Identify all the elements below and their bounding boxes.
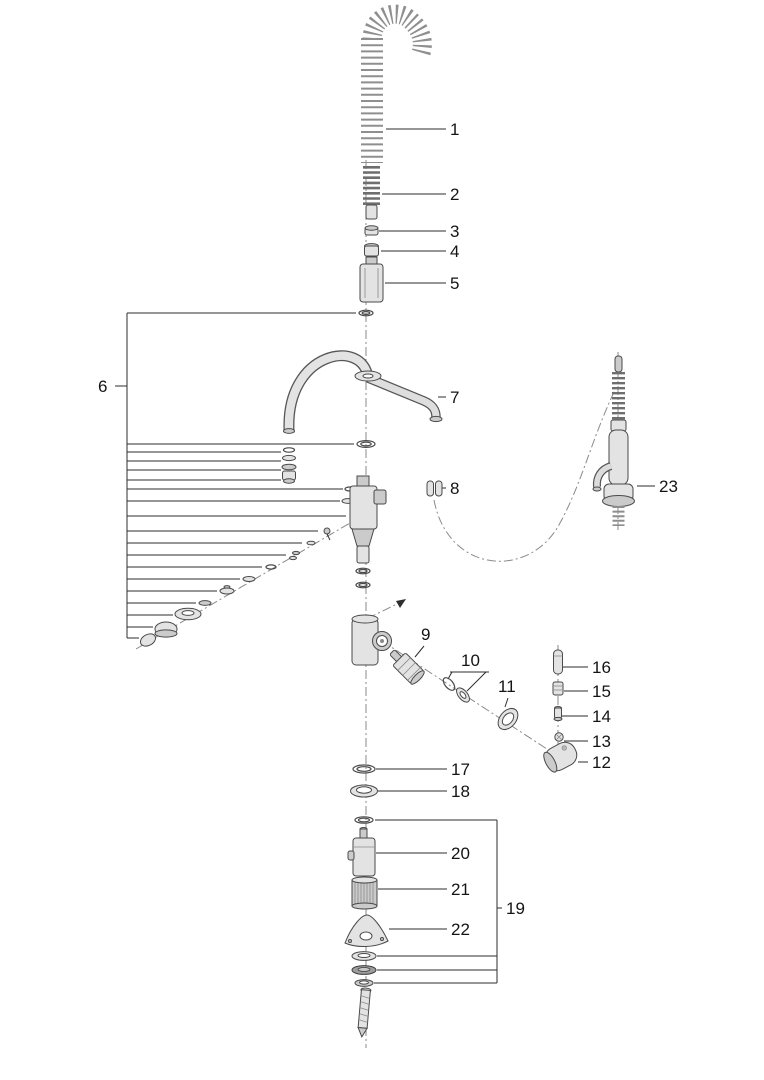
part-label-20: 20: [451, 844, 470, 863]
part-label-1: 1: [450, 120, 459, 139]
o-ring-upper: [358, 309, 374, 317]
part-label-16: 16: [592, 658, 611, 677]
part-23-side-spray: [592, 355, 635, 526]
mounting-washers-and-screw: [351, 951, 377, 1039]
part-8-clip: [426, 480, 443, 497]
part-labels: 1 2 3 4 5 6 7 8 9 10 11 12 13 14 15 16 1…: [98, 120, 678, 939]
bracket-6: [115, 312, 356, 639]
part-11-ring-nut: [497, 707, 519, 731]
part-label-11: 11: [498, 677, 516, 696]
part-label-13: 13: [592, 732, 611, 751]
part-17-o-ring: [352, 764, 376, 774]
part-10-washers: [442, 677, 470, 703]
part-label-7: 7: [450, 388, 459, 407]
part-9-cartridge: [389, 649, 425, 685]
part-label-12: 12: [592, 753, 611, 772]
part-label-8: 8: [450, 479, 459, 498]
body-o-rings: [355, 567, 371, 589]
leader-lines: [376, 128, 655, 930]
base-mount-parts: [139, 527, 331, 647]
part-label-23: 23: [659, 477, 678, 496]
part-label-15: 15: [592, 682, 611, 701]
part-22-mounting-bracket: [344, 914, 389, 947]
part-label-5: 5: [450, 274, 459, 293]
valve-tee-body: [351, 614, 392, 666]
spray-hose-routing-line: [433, 389, 616, 562]
part-label-17: 17: [451, 760, 470, 779]
part-2-hose-spring: [363, 166, 380, 220]
part-21-threaded-sleeve: [351, 876, 378, 910]
spout-arc-tube: [283, 350, 374, 434]
part-label-9: 9: [421, 625, 430, 644]
part-label-6: 6: [98, 377, 107, 396]
part-20-hose-connector: [347, 827, 376, 877]
part-4-check-valve: [364, 243, 379, 257]
part-label-22: 22: [451, 920, 470, 939]
part-label-10: 10: [461, 651, 480, 670]
part-13-handle-screw: [554, 732, 564, 742]
part-3-seal-washer: [364, 225, 379, 236]
bracket-19: [374, 819, 502, 984]
part-14-handle-insert: [553, 706, 563, 722]
aerator-parts: [281, 447, 297, 484]
part-1-coiled-hose: [361, 4, 432, 163]
part-7-spout-arm: [354, 370, 443, 423]
faucet-body: [349, 475, 387, 564]
part-label-21: 21: [451, 880, 470, 899]
part-label-2: 2: [450, 185, 459, 204]
assembly-direction-arrow: [396, 599, 406, 608]
part-label-3: 3: [450, 222, 459, 241]
part-label-18: 18: [451, 782, 470, 801]
part-label-4: 4: [450, 242, 459, 261]
part-15-adapter-sleeve: [552, 681, 564, 696]
mounting-o-ring: [354, 816, 374, 824]
part-label-19: 19: [506, 899, 525, 918]
part-16-handle-pin: [553, 649, 563, 675]
part-12-handle: [543, 741, 578, 773]
part-5-spray-head: [359, 256, 384, 303]
spout-flange-o-ring: [356, 440, 376, 449]
part-label-14: 14: [592, 707, 611, 726]
part-18-base-ring: [350, 784, 378, 798]
